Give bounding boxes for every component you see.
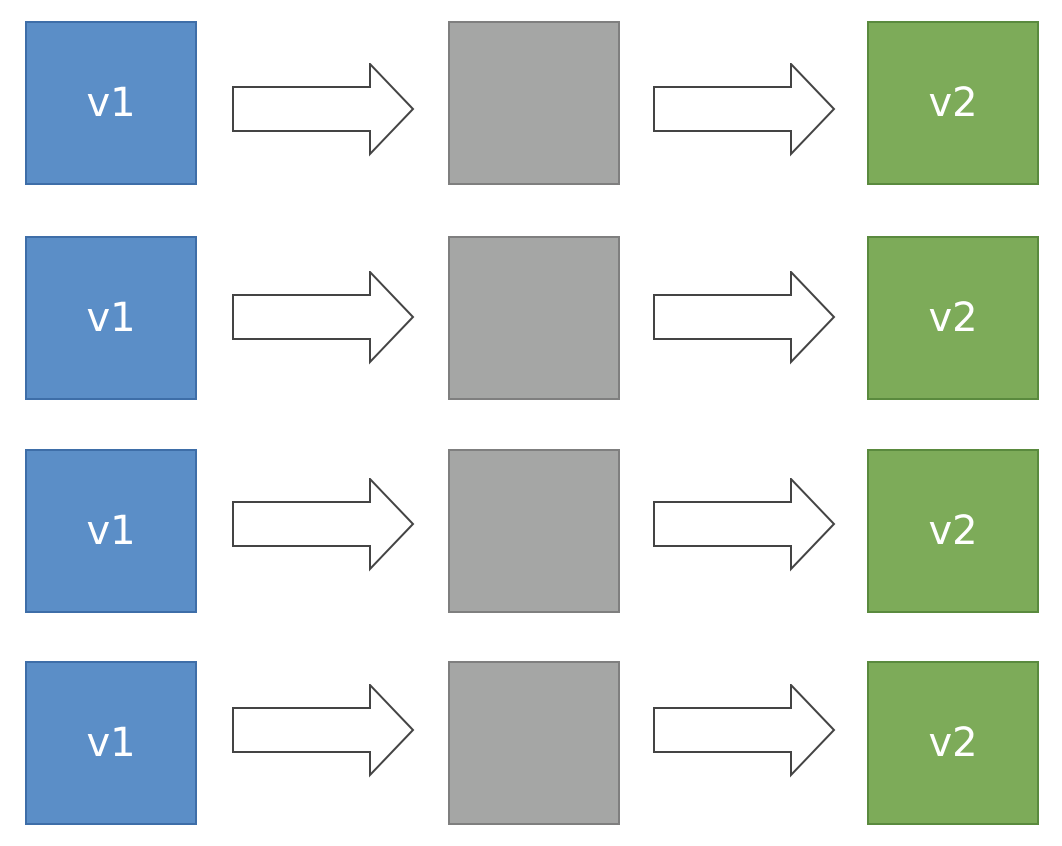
right-arrow-icon (232, 271, 415, 365)
intermediate-box (448, 661, 620, 825)
v1-label: v1 (86, 508, 136, 554)
intermediate-box (448, 21, 620, 185)
right-arrow-icon (653, 63, 836, 157)
v1-label: v1 (86, 295, 136, 341)
intermediate-box (448, 449, 620, 613)
v2-label: v2 (928, 508, 978, 554)
right-arrow-icon (232, 684, 415, 778)
right-arrow-icon (653, 478, 836, 572)
v2-box: v2 (867, 21, 1039, 185)
right-arrow-icon (653, 271, 836, 365)
v1-box: v1 (25, 449, 197, 613)
v2-label: v2 (928, 295, 978, 341)
intermediate-box (448, 236, 620, 400)
right-arrow-icon (653, 684, 836, 778)
v2-box: v2 (867, 236, 1039, 400)
v2-box: v2 (867, 449, 1039, 613)
v1-label: v1 (86, 80, 136, 126)
v1-box: v1 (25, 21, 197, 185)
v1-label: v1 (86, 720, 136, 766)
v2-label: v2 (928, 720, 978, 766)
right-arrow-icon (232, 63, 415, 157)
v1-box: v1 (25, 236, 197, 400)
v1-box: v1 (25, 661, 197, 825)
v2-box: v2 (867, 661, 1039, 825)
v2-label: v2 (928, 80, 978, 126)
right-arrow-icon (232, 478, 415, 572)
